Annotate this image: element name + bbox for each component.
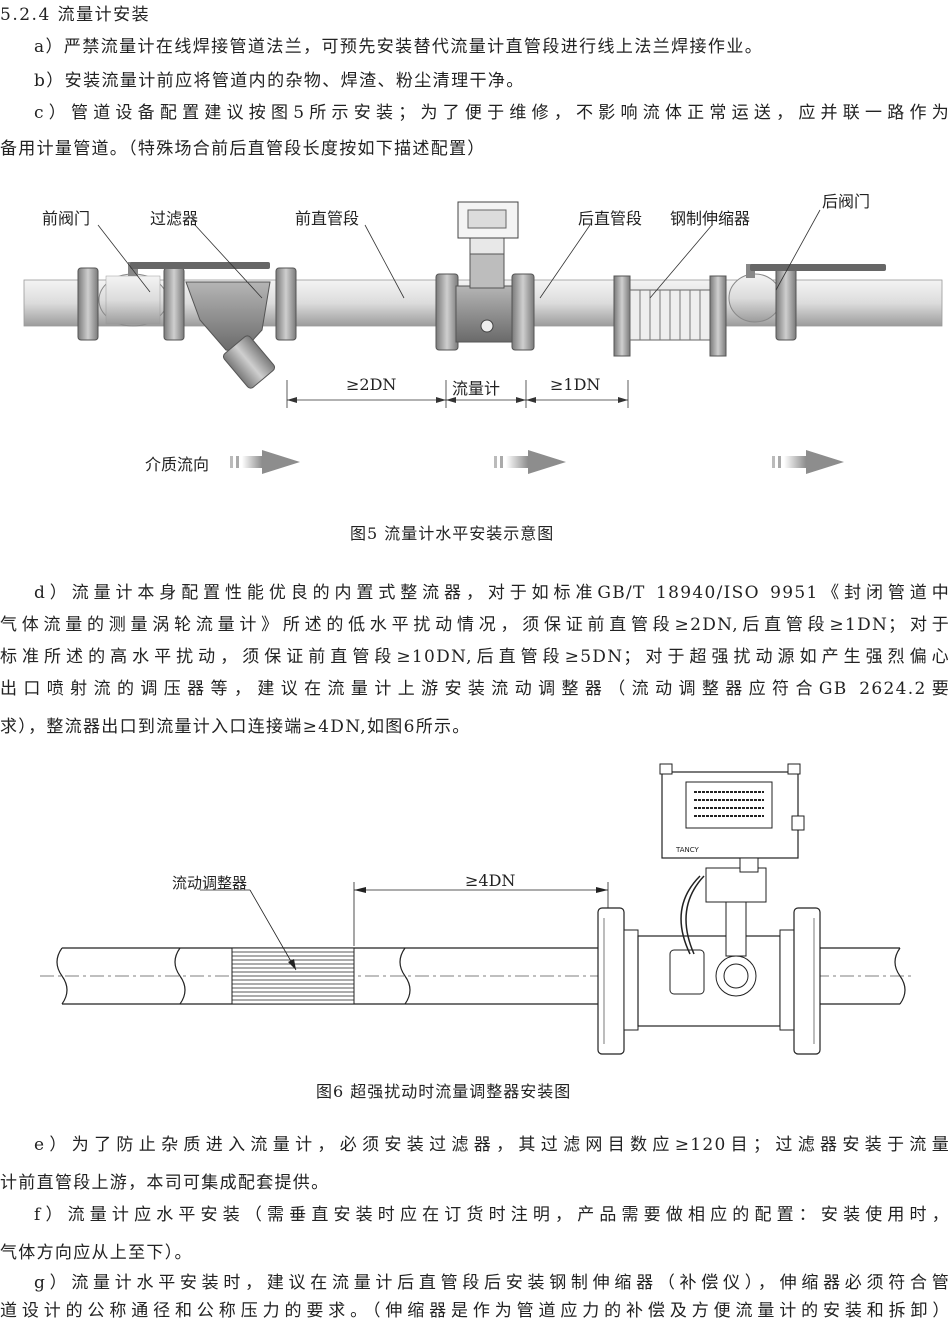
rear-valve	[728, 264, 886, 341]
paragraph-d-line3: 标准所述的高水平扰动，须保证前直管段≥10DN,后直管段≥5DN；对于超强扰动源…	[0, 647, 950, 667]
paragraph-c-line2: 备用计量管道。（特殊场合前后直管段长度按如下描述配置）	[0, 139, 486, 159]
label-filter: 过滤器	[150, 209, 199, 228]
flow-meter-drawing: TANCY	[597, 763, 821, 1055]
label-flow-conditioner: 流动调整器	[172, 874, 248, 892]
filter	[185, 267, 297, 389]
front-valve	[77, 262, 270, 341]
dim-front-2dn: ≥2DN	[346, 375, 397, 394]
paragraph-f-line2: 气体方向应从上至下）。	[0, 1243, 193, 1263]
paragraph-b: b）安装流量计前应将管道内的杂物、焊渣、粉尘清理干净。	[34, 71, 525, 91]
flow-conditioner	[231, 947, 355, 1005]
paragraph-g-line1: g）流量计水平安装时，建议在流量计后直管段后安装钢制伸缩器（补偿仪），伸缩器必须…	[34, 1273, 950, 1293]
paragraph-d-line1: d）流量计本身配置性能优良的内置式整流器，对于如标准GB/T 18940/ISO…	[34, 583, 950, 603]
paragraph-c-line1: c）管道设备配置建议按图5所示安装；为了便于维修，不影响流体正常运送，应并联一路…	[34, 103, 950, 123]
figure6-diagram: TANCY	[40, 763, 912, 1055]
label-expander: 钢制伸缩器	[670, 209, 751, 228]
flow-arrow-1	[230, 450, 300, 474]
figure6-caption: 图6 超强扰动时流量调整器安装图	[316, 1082, 572, 1101]
flow-arrow-2	[494, 450, 566, 474]
figure5-diagram	[23, 201, 943, 474]
flow-meter	[435, 201, 535, 351]
steel-expander	[613, 275, 727, 357]
section-heading: 5.2.4 流量计安装	[0, 5, 151, 25]
paragraph-e-line1: e）为了防止杂质进入流量计，必须安装过滤器，其过滤网目数应≥120目；过滤器安装…	[34, 1135, 950, 1155]
paragraph-d-line4: 出口喷射流的调压器等，建议在流量计上游安装流动调整器（流动调整器应符合GB 26…	[0, 679, 950, 699]
paragraph-e-line2: 计前直管段上游，本司可集成配套提供。	[0, 1173, 330, 1193]
meter-brand-text: TANCY	[675, 846, 700, 854]
paragraph-f-line1: f）流量计应水平安装（需垂直安装时应在订货时注明，产品需要做相应的配置：安装使用…	[34, 1205, 950, 1225]
figure5-caption: 图5 流量计水平安装示意图	[350, 524, 555, 543]
paragraph-d-line5: 求），整流器出口到流量计入口连接端≥4DN,如图6所示。	[0, 717, 471, 737]
label-front-valve: 前阀门	[42, 209, 91, 228]
dim-meter: 流量计	[452, 379, 501, 398]
paragraph-g-line2: 道设计的公称通径和公称压力的要求。（伸缩器是作为管道应力的补偿及方便流量计的安装…	[0, 1301, 950, 1321]
paragraph-a: a）严禁流量计在线焊接管道法兰，可预先安装替代流量计直管段进行线上法兰焊接作业。	[34, 37, 764, 57]
paragraph-d-line2: 气体流量的测量涡轮流量计》所述的低水平扰动情况，须保证前直管段≥2DN,后直管段…	[0, 615, 950, 635]
dim-rear-1dn: ≥1DN	[550, 375, 601, 394]
flow-arrow-3	[772, 450, 844, 474]
label-front-pipe: 前直管段	[295, 209, 360, 228]
label-rear-pipe: 后直管段	[578, 209, 643, 228]
label-rear-valve: 后阀门	[822, 192, 871, 211]
label-flow-direction: 介质流向	[145, 455, 210, 474]
dim-4dn: ≥4DN	[465, 871, 516, 890]
